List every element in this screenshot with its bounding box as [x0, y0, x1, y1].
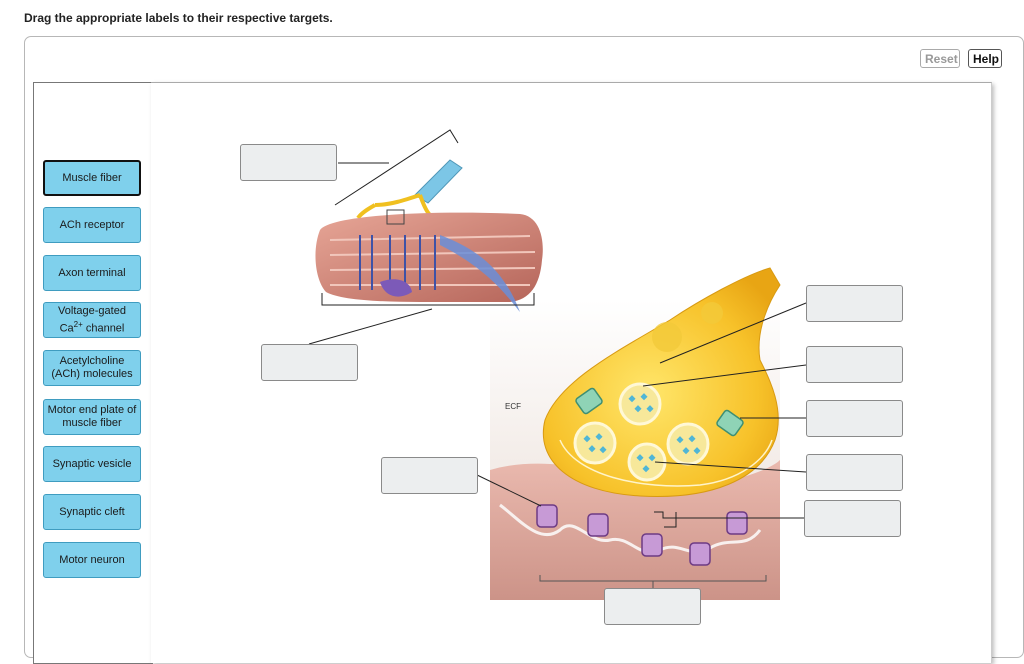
label-text: Synaptic cleft — [59, 505, 125, 518]
superscript: 2+ — [73, 319, 83, 329]
drop-target-4[interactable] — [806, 346, 903, 383]
label-line: muscle fiber — [62, 417, 122, 429]
help-button[interactable]: Help — [968, 49, 1002, 68]
instruction-text: Drag the appropriate labels to their res… — [24, 11, 333, 25]
voltage-gated-channels — [575, 387, 744, 437]
label-ach-receptor[interactable]: ACh receptor — [43, 207, 141, 243]
label-line: Voltage-gated — [58, 304, 126, 317]
label-axon-terminal[interactable]: Axon terminal — [43, 255, 141, 291]
label-synaptic-vesicle[interactable]: Synaptic vesicle — [43, 446, 141, 482]
drop-target-9[interactable] — [604, 588, 701, 625]
muscle-overview — [315, 129, 543, 312]
label-motor-neuron[interactable]: Motor neuron — [43, 542, 141, 578]
leader-lines — [308, 162, 807, 528]
vesicle-3 — [666, 422, 710, 466]
label-line: Motor end plate of — [47, 404, 137, 416]
label-text: Voltage-gated Ca2+ channel — [58, 305, 126, 336]
label-text: Muscle fiber — [62, 171, 122, 184]
label-line: (ACh) molecules — [51, 368, 133, 380]
drop-target-7[interactable] — [381, 457, 478, 494]
drop-target-1[interactable] — [240, 144, 337, 181]
label-text: ACh receptor — [59, 218, 125, 231]
label-line: Acetylcholine — [59, 355, 125, 367]
drop-target-3[interactable] — [806, 285, 903, 322]
label-text: Synaptic vesicle — [52, 457, 132, 470]
drop-target-8[interactable] — [804, 500, 901, 537]
label-text: Axon terminal — [58, 266, 126, 279]
label-text: Motor neuron — [59, 553, 125, 566]
synaptic-vesicles — [573, 382, 710, 482]
label-voltage-gated-channel[interactable]: Voltage-gated Ca2+ channel — [43, 302, 141, 338]
label-acetylcholine-molecules[interactable]: Acetylcholine (ACh) molecules — [43, 350, 141, 386]
label-muscle-fiber[interactable]: Muscle fiber — [43, 160, 141, 196]
vesicle-2 — [573, 421, 617, 465]
ecf-label: ECF — [505, 402, 521, 411]
label-motor-end-plate[interactable]: Motor end plate of muscle fiber — [43, 399, 141, 435]
label-line: channel — [82, 322, 125, 335]
drop-target-5[interactable] — [806, 400, 903, 437]
reset-button[interactable]: Reset — [920, 49, 960, 68]
label-synaptic-cleft[interactable]: Synaptic cleft — [43, 494, 141, 530]
label-text: Motor end plate of muscle fiber — [48, 404, 137, 430]
label-text: Acetylcholine (ACh) molecules — [51, 355, 132, 381]
label-line: Ca — [59, 322, 74, 335]
drop-target-2[interactable] — [261, 344, 358, 381]
drop-target-6[interactable] — [806, 454, 903, 491]
neuromuscular-junction-illustration — [308, 129, 807, 600]
vesicle-1 — [618, 382, 662, 426]
vesicle-4 — [627, 442, 667, 482]
